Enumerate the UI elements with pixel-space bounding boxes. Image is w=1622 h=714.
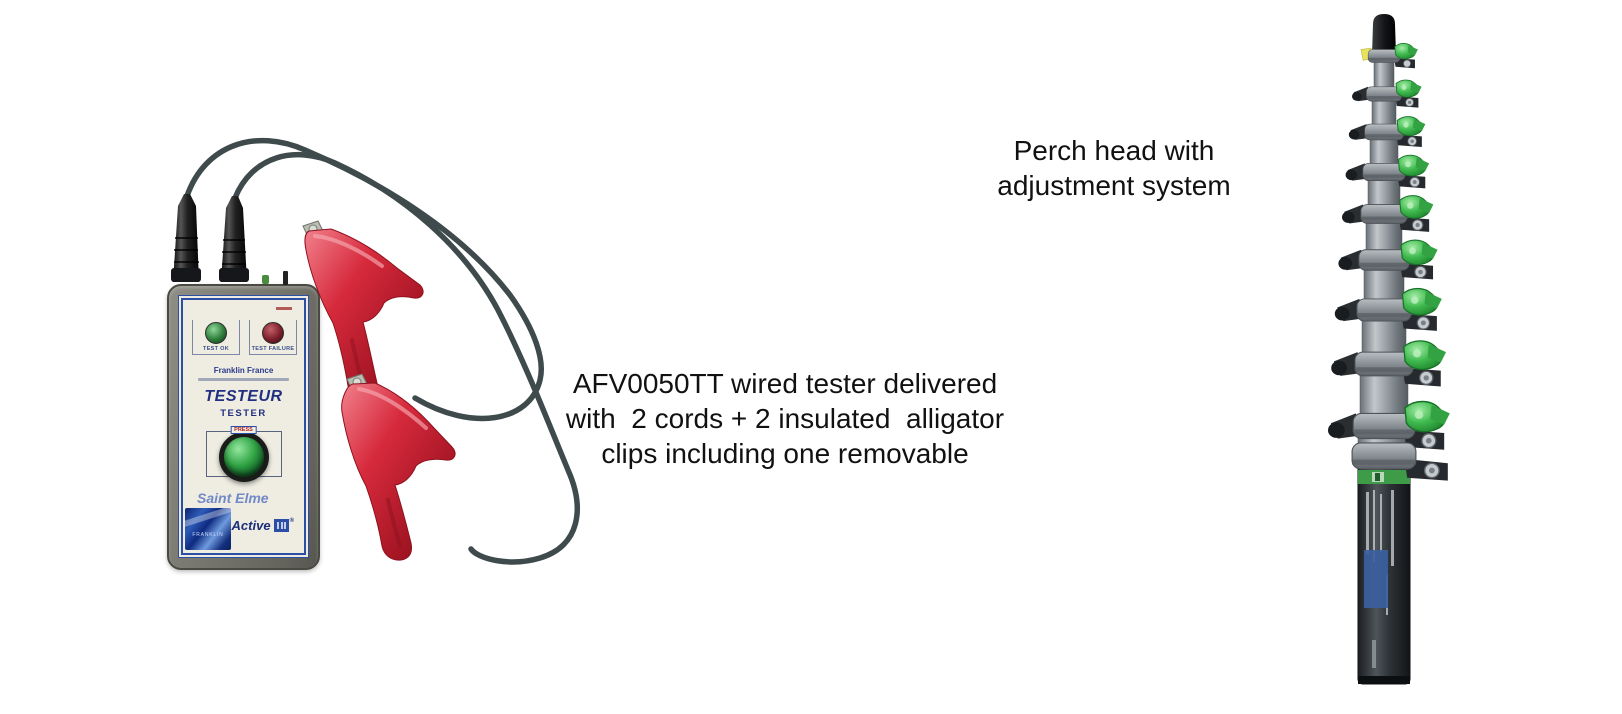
pole-segment (1371, 91, 1397, 137)
tester-caption-line: clips including one removable (601, 438, 969, 469)
tester-caption: AFV0050TT wired tester delivered with 2 … (518, 366, 1052, 471)
product-name: Saint Elme (197, 490, 269, 506)
pole-label-patch (1364, 550, 1388, 608)
pole-joint (1348, 116, 1426, 148)
pole-joint (1351, 79, 1422, 108)
pole-bottom-clamp (1351, 442, 1448, 481)
top-pin (283, 271, 288, 285)
pole-joint (1341, 195, 1434, 233)
pole-segment (1367, 169, 1401, 219)
pole-segment (1365, 211, 1403, 265)
pole-label-band (1358, 470, 1410, 484)
device-title-en: TESTER (220, 408, 267, 419)
perch-caption-line: adjustment system (997, 170, 1231, 201)
serial-mark (276, 307, 292, 310)
pole-segment (1361, 307, 1407, 369)
active-logo-text: Active (231, 518, 271, 533)
franklin-hologram-sticker: FRANKLIN (185, 508, 231, 550)
button-label: PRESS (230, 426, 257, 434)
probe-left (173, 194, 199, 282)
tester-faceplate: TEST OK TEST FAILURE Franklin France TES… (178, 295, 309, 558)
device-title-fr: TESTEUR (204, 388, 283, 405)
green-led (205, 322, 227, 344)
pole-segment (1363, 257, 1405, 315)
active-logo: Active ® (232, 518, 294, 533)
pole-joint (1360, 43, 1419, 69)
pole-segment (1373, 53, 1395, 97)
perch-caption-line: Perch head with (1013, 135, 1215, 166)
pole-base-tube (1357, 451, 1411, 685)
indicator-ok-label: TEST OK (203, 346, 229, 352)
indicator-failure: TEST FAILURE (249, 320, 297, 355)
pole-joint (1334, 287, 1443, 332)
tester-device: TEST OK TEST FAILURE Franklin France TES… (167, 284, 320, 570)
pole-joint (1327, 400, 1451, 451)
red-led (262, 322, 284, 344)
pole-segment (1369, 129, 1399, 177)
sticker-text: FRANKLIN (192, 532, 224, 538)
tester-caption-line: AFV0050TT wired tester delivered (572, 368, 998, 399)
test-push-button[interactable] (218, 432, 269, 482)
probe-right (221, 196, 247, 282)
brand-address-line (197, 378, 290, 381)
pole-rubber-cap (1372, 14, 1396, 54)
pole-joint (1330, 340, 1447, 388)
indicator-ok: TEST OK (192, 320, 240, 355)
registered-mark: ® (289, 518, 294, 524)
alligator-clip-upper (302, 220, 424, 401)
perch-caption: Perch head with adjustment system (953, 133, 1275, 203)
tester-caption-line: with 2 cords + 2 insulated alligator (565, 403, 1005, 434)
brand-name: Franklin France (213, 366, 274, 375)
pole-segment (1357, 423, 1411, 461)
active-logo-icon (273, 519, 289, 532)
indicator-failure-label: TEST FAILURE (251, 346, 295, 352)
alligator-clip-lower (341, 373, 456, 561)
telescopic-pole (1327, 14, 1451, 685)
test-probes (171, 194, 288, 285)
pole-joint (1345, 154, 1430, 189)
pole-label-text (1366, 490, 1394, 615)
pole-joint (1337, 239, 1439, 280)
ground-lug (262, 275, 269, 284)
pole-segment (1359, 361, 1409, 429)
